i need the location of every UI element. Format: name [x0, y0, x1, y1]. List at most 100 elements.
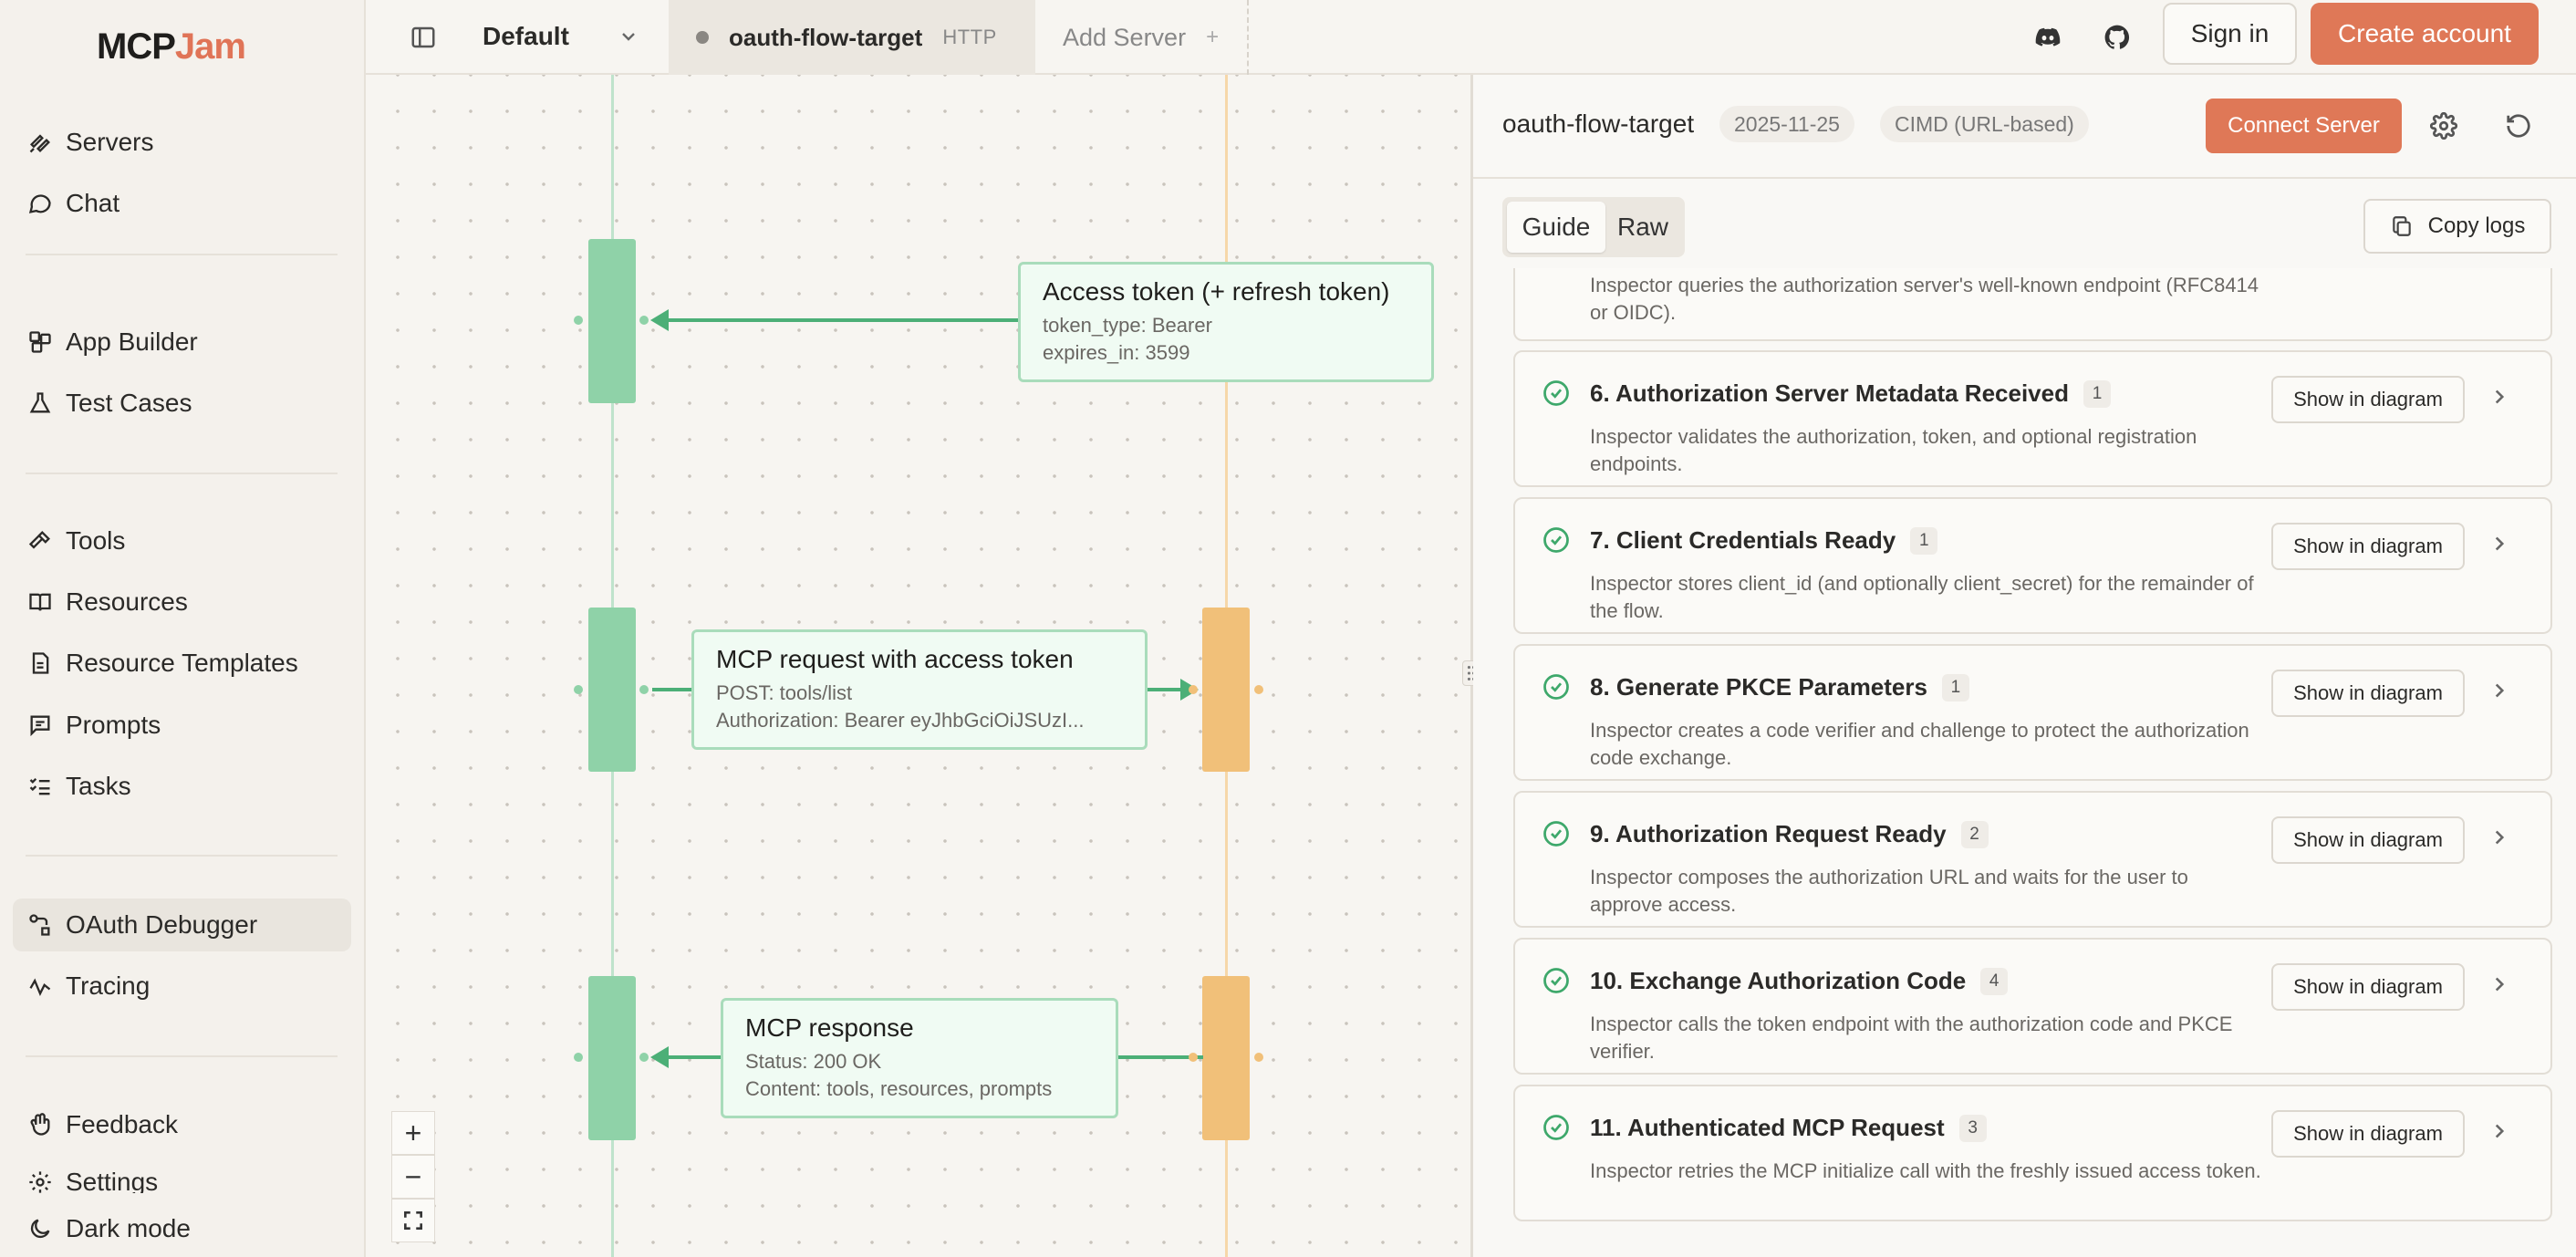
show-in-diagram-button[interactable]: Show in diagram [2271, 670, 2465, 717]
chat-icon [26, 189, 55, 218]
copy-logs-button[interactable]: Copy logs [2363, 199, 2551, 254]
sidebar-item-app-builder[interactable]: App Builder [13, 316, 351, 369]
gear-icon[interactable] [2425, 108, 2462, 144]
client-activation-bar [588, 976, 636, 1140]
step-description: Inspector stores client_id (and optional… [1590, 572, 2254, 622]
step-card[interactable]: 6. Authorization Server Metadata Receive… [1513, 350, 2552, 487]
zoom-in-button[interactable]: + [391, 1111, 435, 1155]
step-title-text: 9. Authorization Request Ready [1590, 820, 1947, 847]
show-in-diagram-button[interactable]: Show in diagram [2271, 816, 2465, 864]
sidebar-item-label: Tasks [66, 772, 131, 800]
step-title-text: 10. Exchange Authorization Code [1590, 967, 1967, 994]
message-title: MCP response [745, 1013, 914, 1042]
github-icon[interactable] [2099, 19, 2135, 56]
sidebar-divider [26, 254, 338, 255]
oauth-steps-list[interactable]: Inspector queries the authorization serv… [1513, 268, 2552, 1257]
step-card[interactable]: Inspector queries the authorization serv… [1513, 268, 2552, 341]
show-in-diagram-button[interactable]: Show in diagram [2271, 376, 2465, 423]
sidebar-item-feedback[interactable]: Feedback [13, 1098, 351, 1151]
sidebar-item-label: Dark mode [66, 1214, 191, 1242]
step-description: Inspector retries the MCP initialize cal… [1590, 1159, 2261, 1182]
sidebar-item-tools[interactable]: Tools [13, 514, 351, 567]
sidebar-item-resources[interactable]: Resources [13, 576, 351, 628]
sidebar-item-oauth-debugger[interactable]: OAuth Debugger [13, 899, 351, 951]
top-bar: Default oauth-flow-target HTTP Add Serve… [366, 0, 2576, 75]
chevron-right-icon[interactable] [2488, 532, 2515, 559]
sidebar-item-tasks[interactable]: Tasks [13, 760, 351, 813]
connection-handle [639, 1053, 649, 1062]
show-in-diagram-button[interactable]: Show in diagram [2271, 963, 2465, 1011]
server-tab[interactable]: oauth-flow-target HTTP [669, 0, 1035, 75]
message-detail: Content: tools, resources, prompts [745, 1077, 1053, 1100]
connection-handle [1254, 685, 1263, 694]
connection-handle [574, 316, 583, 325]
sidebar-item-chat[interactable]: Chat [13, 177, 351, 230]
server-name: oauth-flow-target [1502, 109, 1695, 138]
tab-guide[interactable]: Guide [1507, 202, 1605, 253]
sidebar-item-test-cases[interactable]: Test Cases [13, 377, 351, 430]
sidebar-item-tracing[interactable]: Tracing [13, 960, 351, 1013]
fit-view-button[interactable] [391, 1199, 435, 1242]
server-activation-bar [1202, 608, 1250, 772]
message-detail: Authorization: Bearer eyJhbGciOiJSUzI... [716, 709, 1085, 732]
sidebar-item-label: App Builder [66, 327, 198, 356]
sidebar-item-label: Test Cases [66, 389, 192, 417]
sidebar-item-label: Prompts [66, 711, 161, 739]
connect-server-button[interactable]: Connect Server [2206, 99, 2402, 153]
discord-icon[interactable] [2030, 19, 2066, 56]
message-title: Access token (+ refresh token) [1043, 277, 1390, 306]
show-in-diagram-button[interactable]: Show in diagram [2271, 523, 2465, 570]
chevron-right-icon[interactable] [2488, 1119, 2515, 1147]
sidebar-item-settings[interactable]: Settings [13, 1157, 351, 1193]
chevron-right-icon[interactable] [2488, 972, 2515, 1000]
sidebar-divider [26, 1055, 338, 1057]
plus-icon: + [1206, 25, 1220, 49]
sidebar-item-prompts[interactable]: Prompts [13, 699, 351, 752]
message-detail: POST: tools/list [716, 681, 853, 704]
sidebar-item-dark-mode[interactable]: Dark mode [13, 1202, 351, 1255]
step-card[interactable]: 9. Authorization Request Ready 2 Inspecto… [1513, 791, 2552, 928]
sidebar-item-label: Settings [66, 1168, 159, 1193]
message-detail: token_type: Bearer [1043, 314, 1212, 337]
chevron-down-icon[interactable] [612, 20, 645, 53]
show-in-diagram-button[interactable]: Show in diagram [2271, 1110, 2465, 1158]
sidebar-divider [26, 473, 338, 474]
server-tab-protocol: HTTP [942, 26, 997, 48]
message-box-mcp-request[interactable]: MCP request with access token POST: tool… [691, 629, 1148, 750]
workspace-select[interactable]: Default [483, 22, 569, 50]
servers-icon [26, 128, 55, 157]
message-box-mcp-response[interactable]: MCP response Status: 200 OK Content: too… [721, 998, 1118, 1118]
reset-icon[interactable] [2500, 108, 2537, 144]
step-description: Inspector composes the authorization URL… [1590, 866, 2188, 916]
tab-raw[interactable]: Raw [1616, 213, 1668, 241]
add-server-button[interactable]: Add Server + [1035, 0, 1249, 75]
sequence-diagram-canvas[interactable]: Access token (+ refresh token) token_typ… [366, 75, 1471, 1257]
chevron-right-icon[interactable] [2488, 385, 2515, 412]
chevron-right-icon[interactable] [2488, 826, 2515, 853]
check-circle-icon [1542, 1114, 1570, 1141]
connection-handle [1189, 1053, 1198, 1062]
activity-icon [26, 971, 55, 1001]
step-count-badge: 2 [1960, 820, 1989, 848]
sidebar-item-label: Servers [66, 128, 154, 156]
sidebar-toggle-icon[interactable] [406, 20, 441, 55]
view-tabs: Guide Raw [1502, 197, 1685, 257]
sidebar-item-resource-templates[interactable]: Resource Templates [13, 637, 351, 690]
create-account-button[interactable]: Create account [2311, 3, 2539, 65]
sidebar-divider [26, 855, 338, 857]
step-count-badge: 1 [2083, 379, 2111, 408]
step-title: 6. Authorization Server Metadata Receive… [1590, 379, 2111, 408]
chevron-right-icon[interactable] [2488, 679, 2515, 706]
sidebar-item-servers[interactable]: Servers [13, 116, 351, 169]
connection-handle [574, 685, 583, 694]
sign-in-button[interactable]: Sign in [2163, 3, 2297, 65]
moon-icon [26, 1214, 55, 1243]
zoom-out-button[interactable]: − [391, 1155, 435, 1199]
message-box-access-token[interactable]: Access token (+ refresh token) token_typ… [1018, 262, 1434, 382]
